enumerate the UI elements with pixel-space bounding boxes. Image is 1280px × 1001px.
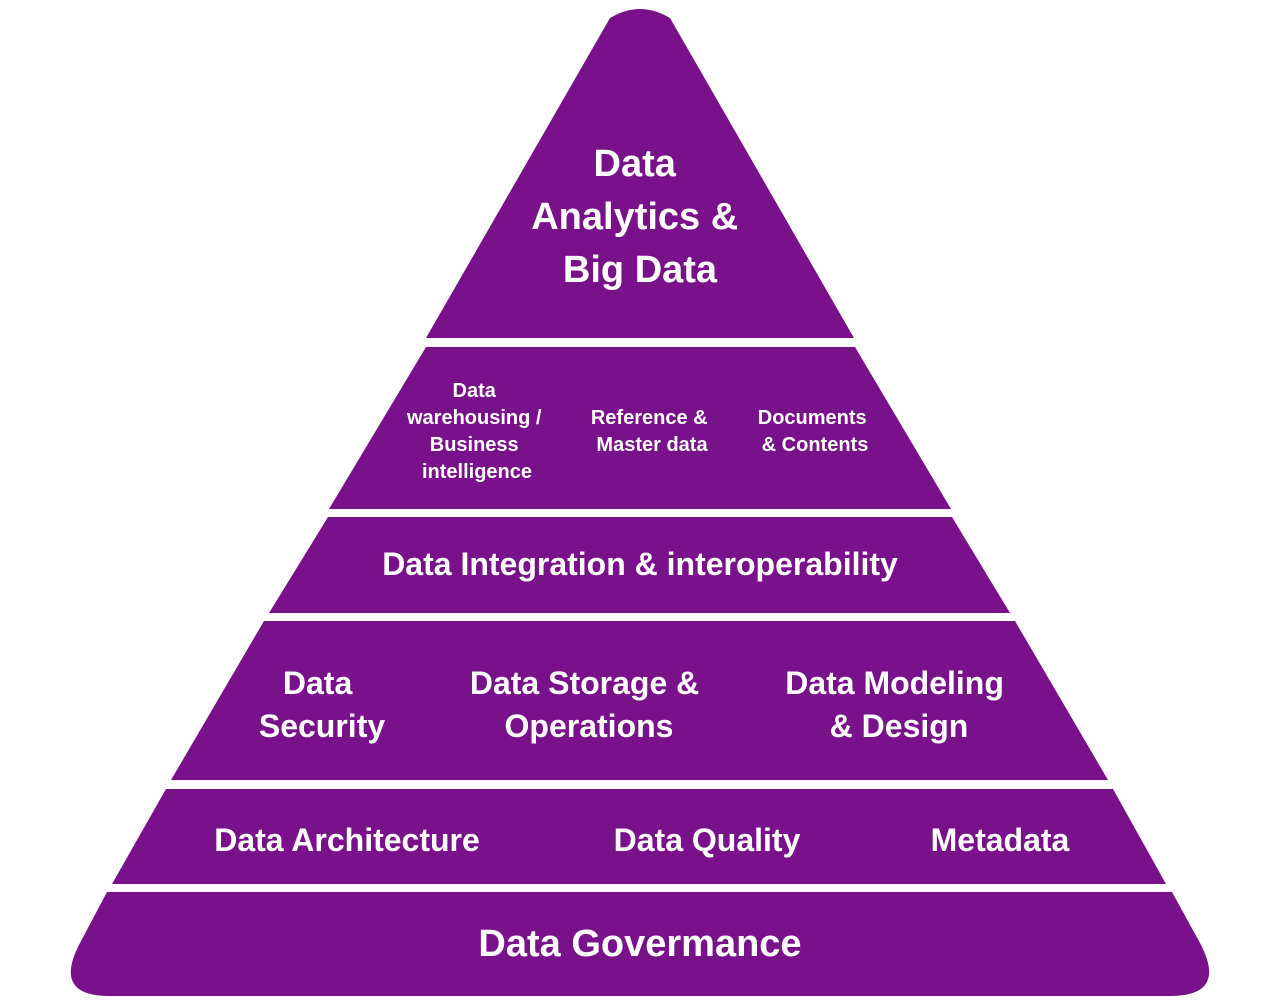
tier-label-data-analytics-big-data: Data Analytics & Big Data xyxy=(531,143,749,291)
tier-label-data-architecture: Data Architecture xyxy=(214,822,480,858)
pyramid-tier-5 xyxy=(112,789,1166,884)
pyramid-tier-4 xyxy=(171,621,1108,780)
pyramid-tier-top xyxy=(426,9,854,338)
tier-label-metadata: Metadata xyxy=(931,822,1070,858)
pyramid-tier-3 xyxy=(269,517,1010,613)
tier-label-data-modeling-design: Data Modeling & Design xyxy=(785,665,1013,744)
tier-label-documents-contents: Documents & Contents xyxy=(758,407,872,456)
pyramid-tier-2 xyxy=(329,347,951,509)
tier-label-data-quality: Data Quality xyxy=(614,822,801,858)
tier-label-data-storage-operations: Data Storage & Operations xyxy=(470,665,708,744)
tier-label-data-integration: Data Integration & interoperability xyxy=(382,546,898,582)
tier-label-reference-master-data: Reference & Master data xyxy=(591,407,713,456)
tier-label-data-governance: Data Govermance xyxy=(478,923,801,965)
tier-label-data-security: Data Security xyxy=(259,665,385,744)
pyramid-tier-base xyxy=(70,892,1210,996)
tier-label-data-warehousing: Data warehousing / Business intelligence xyxy=(406,380,547,483)
